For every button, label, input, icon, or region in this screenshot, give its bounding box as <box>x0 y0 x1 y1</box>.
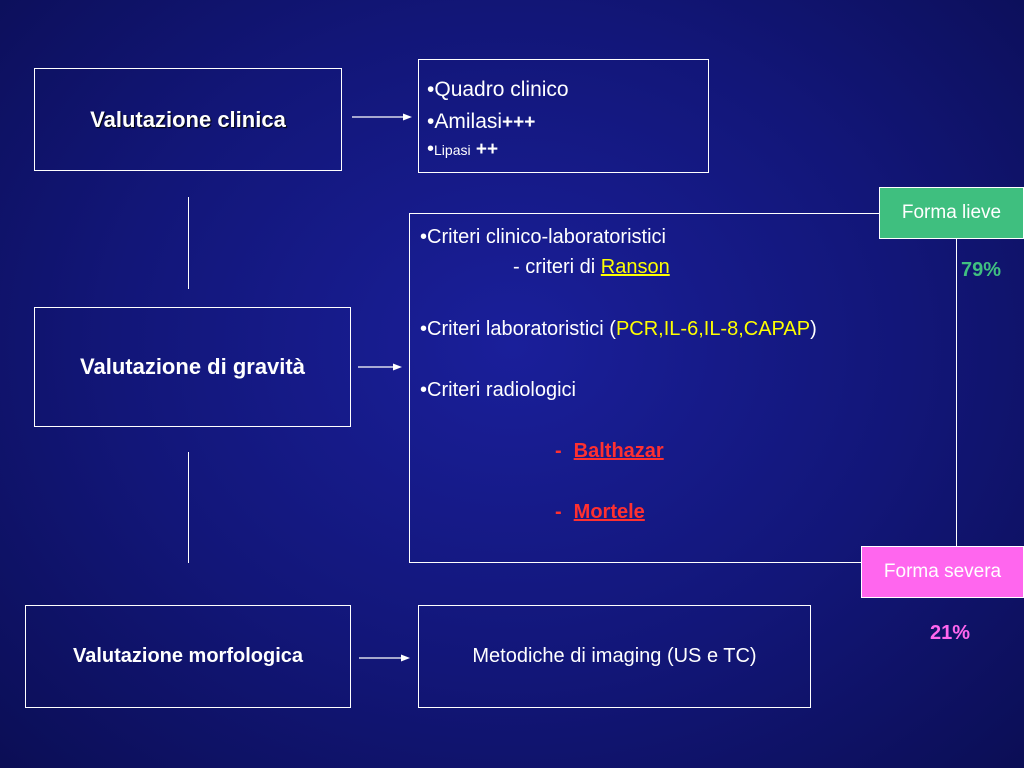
bullet: • <box>427 78 435 101</box>
laboratoristici-suffix: ) <box>810 318 817 340</box>
clinica-item-amilasi-marks: +++ <box>502 112 536 133</box>
bullet: • <box>427 138 435 160</box>
connector-line-bottom <box>188 452 189 563</box>
box-morfologica-details: Metodiche di imaging (US e TC) <box>418 605 811 708</box>
box-clinica-details: •Quadro clinico •Amilasi+++ •Lipasi ++ <box>418 59 709 173</box>
gravita-item-balthazar: -Balthazar <box>555 440 664 463</box>
gravita-item-mortele: -Mortele <box>555 501 645 524</box>
ranson-link: Ranson <box>600 256 670 278</box>
badge-forma-lieve: Forma lieve <box>879 187 1024 239</box>
badge-forma-severa-label: Forma severa <box>883 561 1002 582</box>
gravita-item-clinico-lab: •Criteri clinico-laboratoristici <box>420 226 666 249</box>
pct-forma-severa-text: 21% <box>930 622 971 644</box>
box-valutazione-clinica: Valutazione clinica <box>34 68 342 171</box>
dash: - <box>555 501 562 523</box>
gravita-item-laboratoristici: •Criteri laboratoristici (PCR,IL-6,IL-8,… <box>420 318 817 341</box>
bullet: • <box>427 110 435 133</box>
arrow-morfologica <box>359 654 410 662</box>
bullet: • <box>420 379 428 401</box>
badge-forma-lieve-label: Forma lieve <box>901 202 1002 223</box>
box-valutazione-gravita: Valutazione di gravità <box>34 307 351 427</box>
ranson-prefix: - criteri di <box>513 256 601 278</box>
bullet: • <box>420 226 428 248</box>
clinica-item-quadro-text: Quadro clinico <box>434 78 569 101</box>
gravita-item-radiologici-text: Criteri radiologici <box>427 379 576 401</box>
clinica-item-lipasi-text: Lipasi <box>434 142 471 158</box>
pct-forma-lieve-text: 79% <box>961 259 1002 281</box>
arrow-gravita <box>358 363 402 371</box>
connector-line-top <box>188 197 189 289</box>
clinica-item-lipasi-marks: ++ <box>470 139 499 160</box>
gravita-item-ranson: - criteri di Ranson <box>513 256 670 279</box>
gravita-item-clinico-lab-text: Criteri clinico-laboratoristici <box>427 226 666 248</box>
bullet: • <box>420 318 428 340</box>
mortele-link: Mortele <box>573 501 645 523</box>
pct-forma-lieve: 79% <box>961 259 1001 282</box>
pct-forma-severa: 21% <box>930 622 970 645</box>
gravita-item-radiologici: •Criteri radiologici <box>420 379 576 402</box>
box-valutazione-clinica-label: Valutazione clinica <box>90 106 286 132</box>
box-valutazione-gravita-label: Valutazione di gravità <box>80 354 305 379</box>
arrow-clinica <box>352 113 412 121</box>
clinica-item-amilasi: •Amilasi+++ <box>427 110 535 134</box>
box-valutazione-morfologica: Valutazione morfologica <box>25 605 351 708</box>
laboratoristici-markers: PCR,IL-6,IL-8,CAPAP <box>615 318 811 340</box>
balthazar-link: Balthazar <box>573 440 664 462</box>
clinica-item-quadro: •Quadro clinico <box>427 78 569 102</box>
morfologica-details-text: Metodiche di imaging (US e TC) <box>472 645 757 667</box>
laboratoristici-prefix: Criteri laboratoristici ( <box>427 318 616 340</box>
clinica-item-amilasi-text: Amilasi <box>434 110 503 133</box>
box-gravita-details: •Criteri clinico-laboratoristici - crite… <box>409 213 957 563</box>
box-valutazione-morfologica-label: Valutazione morfologica <box>72 645 304 667</box>
badge-forma-severa: Forma severa <box>861 546 1024 598</box>
clinica-item-lipasi: •Lipasi ++ <box>427 138 498 161</box>
dash: - <box>555 440 562 462</box>
